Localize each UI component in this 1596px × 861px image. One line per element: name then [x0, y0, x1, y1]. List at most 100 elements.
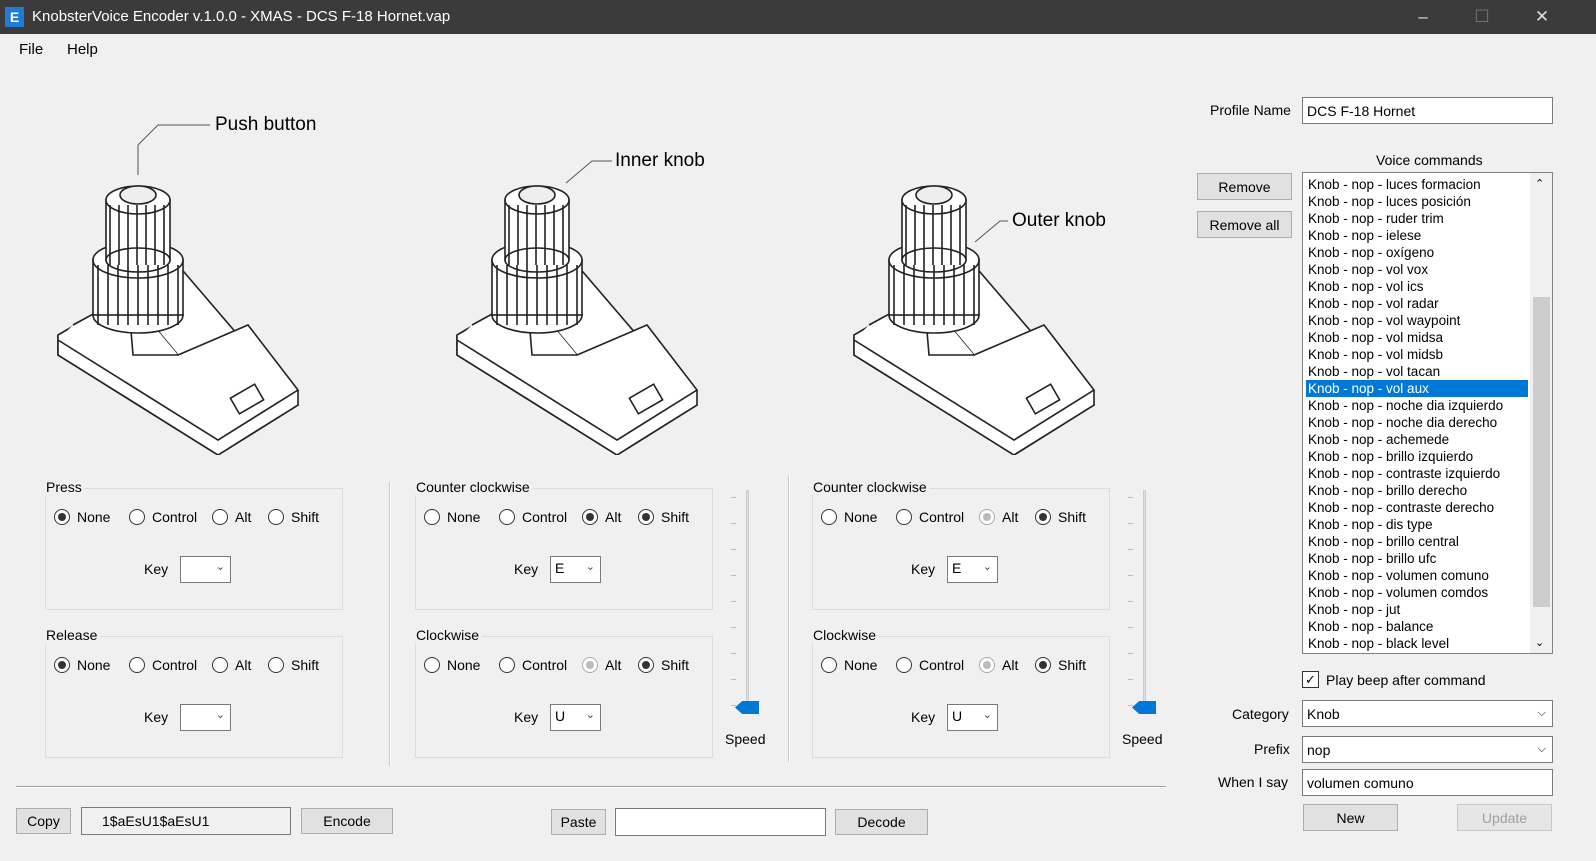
- menu-file[interactable]: File: [19, 41, 44, 58]
- remove-all-button[interactable]: Remove all: [1197, 211, 1292, 238]
- menu-help[interactable]: Help: [67, 41, 98, 58]
- remove-button[interactable]: Remove: [1197, 173, 1292, 200]
- list-item[interactable]: Knob - nop - vol midsa: [1308, 330, 1444, 345]
- list-item[interactable]: Knob - nop - balance: [1308, 619, 1434, 634]
- radio-circle[interactable]: [979, 509, 995, 525]
- inner-cw-alt-radio[interactable]: Alt: [582, 657, 621, 673]
- close-button[interactable]: ✕: [1534, 7, 1550, 26]
- list-item[interactable]: Knob - nop - volumen comuno: [1308, 568, 1489, 583]
- list-item[interactable]: Knob - nop - noche dia izquierdo: [1308, 398, 1504, 413]
- list-item[interactable]: Knob - nop - vol radar: [1308, 296, 1439, 311]
- list-item[interactable]: Knob - nop - brillo ufc: [1308, 551, 1437, 566]
- outer-cw-shift-radio[interactable]: Shift: [1035, 657, 1086, 673]
- category-select[interactable]: Knob⌵: [1302, 700, 1553, 727]
- list-item[interactable]: Knob - nop - vol tacan: [1308, 364, 1441, 379]
- outer-cw-control-radio[interactable]: Control: [896, 657, 964, 673]
- radio-circle[interactable]: [821, 509, 837, 525]
- list-item[interactable]: Knob - nop - volumen comdos: [1308, 585, 1489, 600]
- outer-cw-key-select[interactable]: U⌄: [947, 704, 998, 731]
- inner-cw-none-radio[interactable]: None: [424, 657, 480, 673]
- paste-button[interactable]: Paste: [551, 809, 606, 835]
- scroll-thumb[interactable]: [1533, 297, 1550, 607]
- new-button[interactable]: New: [1303, 804, 1398, 831]
- inner-ccw-alt-radio[interactable]: Alt: [582, 509, 621, 525]
- outer-ccw-alt-radio[interactable]: Alt: [979, 509, 1018, 525]
- radio-circle[interactable]: [212, 657, 228, 673]
- outer-speed-thumb[interactable]: [1132, 701, 1156, 714]
- radio-circle[interactable]: [1035, 509, 1051, 525]
- radio-circle[interactable]: [424, 509, 440, 525]
- radio-circle[interactable]: [638, 657, 654, 673]
- inner-ccw-none-radio[interactable]: None: [424, 509, 480, 525]
- press-shift-radio[interactable]: Shift: [268, 509, 319, 525]
- radio-circle[interactable]: [129, 657, 145, 673]
- list-item[interactable]: Knob - nop - jut: [1308, 602, 1401, 617]
- release-none-radio[interactable]: None: [54, 657, 110, 673]
- list-scrollbar[interactable]: ⌃ ⌄: [1530, 173, 1552, 653]
- press-none-radio[interactable]: None: [54, 509, 110, 525]
- minimize-button[interactable]: –: [1418, 7, 1428, 26]
- radio-circle[interactable]: [582, 509, 598, 525]
- list-item[interactable]: Knob - nop - vol waypoint: [1308, 313, 1461, 328]
- list-item[interactable]: Knob - nop - ielese: [1308, 228, 1422, 243]
- outer-cw-alt-radio[interactable]: Alt: [979, 657, 1018, 673]
- list-item[interactable]: Knob - nop - noche dia derecho: [1308, 415, 1498, 430]
- decode-input[interactable]: [615, 808, 826, 836]
- release-key-select[interactable]: ⌄: [180, 704, 231, 731]
- inner-speed-thumb[interactable]: [735, 701, 759, 714]
- inner-cw-control-radio[interactable]: Control: [499, 657, 567, 673]
- radio-circle[interactable]: [54, 509, 70, 525]
- radio-circle[interactable]: [499, 657, 515, 673]
- when-i-say-input[interactable]: volumen comuno: [1302, 769, 1553, 796]
- outer-ccw-shift-radio[interactable]: Shift: [1035, 509, 1086, 525]
- scroll-up-icon[interactable]: ⌃: [1535, 178, 1545, 190]
- list-item[interactable]: Knob - nop - contraste derecho: [1308, 500, 1495, 515]
- radio-circle[interactable]: [268, 509, 284, 525]
- outer-speed-slider[interactable]: [1143, 490, 1146, 710]
- radio-circle[interactable]: [638, 509, 654, 525]
- inner-ccw-key-select[interactable]: E⌄: [550, 556, 601, 583]
- decode-button[interactable]: Decode: [835, 809, 928, 835]
- inner-speed-slider[interactable]: [746, 490, 749, 710]
- list-item[interactable]: Knob - nop - dis type: [1308, 517, 1433, 532]
- radio-circle[interactable]: [54, 657, 70, 673]
- list-item[interactable]: Knob - nop - luces formacion: [1308, 177, 1481, 192]
- release-alt-radio[interactable]: Alt: [212, 657, 251, 673]
- outer-ccw-none-radio[interactable]: None: [821, 509, 877, 525]
- press-key-select[interactable]: ⌄: [180, 556, 231, 583]
- prefix-select[interactable]: nop⌵: [1302, 736, 1553, 763]
- list-item[interactable]: Knob - nop - brillo izquierdo: [1308, 449, 1474, 464]
- radio-circle[interactable]: [268, 657, 284, 673]
- list-item[interactable]: Knob - nop - achemede: [1308, 432, 1450, 447]
- radio-circle[interactable]: [896, 657, 912, 673]
- inner-cw-key-select[interactable]: U⌄: [550, 704, 601, 731]
- inner-ccw-shift-radio[interactable]: Shift: [638, 509, 689, 525]
- inner-ccw-control-radio[interactable]: Control: [499, 509, 567, 525]
- maximize-button[interactable]: ☐: [1474, 7, 1490, 26]
- radio-circle[interactable]: [424, 657, 440, 673]
- radio-circle[interactable]: [499, 509, 515, 525]
- list-item[interactable]: Knob - nop - contraste izquierdo: [1308, 466, 1501, 481]
- list-item[interactable]: Knob - nop - brillo central: [1308, 534, 1459, 549]
- outer-cw-none-radio[interactable]: None: [821, 657, 877, 673]
- play-beep-checkbox[interactable]: ✓: [1302, 671, 1319, 688]
- release-control-radio[interactable]: Control: [129, 657, 197, 673]
- radio-circle[interactable]: [979, 657, 995, 673]
- encode-button[interactable]: Encode: [301, 808, 393, 834]
- radio-circle[interactable]: [129, 509, 145, 525]
- outer-ccw-control-radio[interactable]: Control: [896, 509, 964, 525]
- radio-circle[interactable]: [212, 509, 228, 525]
- list-item[interactable]: Knob - nop - oxígeno: [1308, 245, 1435, 260]
- list-item[interactable]: Knob - nop - luces posición: [1308, 194, 1471, 209]
- list-item[interactable]: Knob - nop - black level: [1308, 636, 1450, 651]
- press-alt-radio[interactable]: Alt: [212, 509, 251, 525]
- list-item[interactable]: Knob - nop - ruder trim: [1308, 211, 1444, 226]
- radio-circle[interactable]: [582, 657, 598, 673]
- encoded-output[interactable]: 1$aEsU1$aEsU1: [81, 807, 291, 835]
- update-button[interactable]: Update: [1457, 804, 1552, 831]
- list-item[interactable]: Knob - nop - vol midsb: [1308, 347, 1444, 362]
- radio-circle[interactable]: [821, 657, 837, 673]
- inner-cw-shift-radio[interactable]: Shift: [638, 657, 689, 673]
- radio-circle[interactable]: [1035, 657, 1051, 673]
- list-item[interactable]: Knob - nop - brillo derecho: [1308, 483, 1468, 498]
